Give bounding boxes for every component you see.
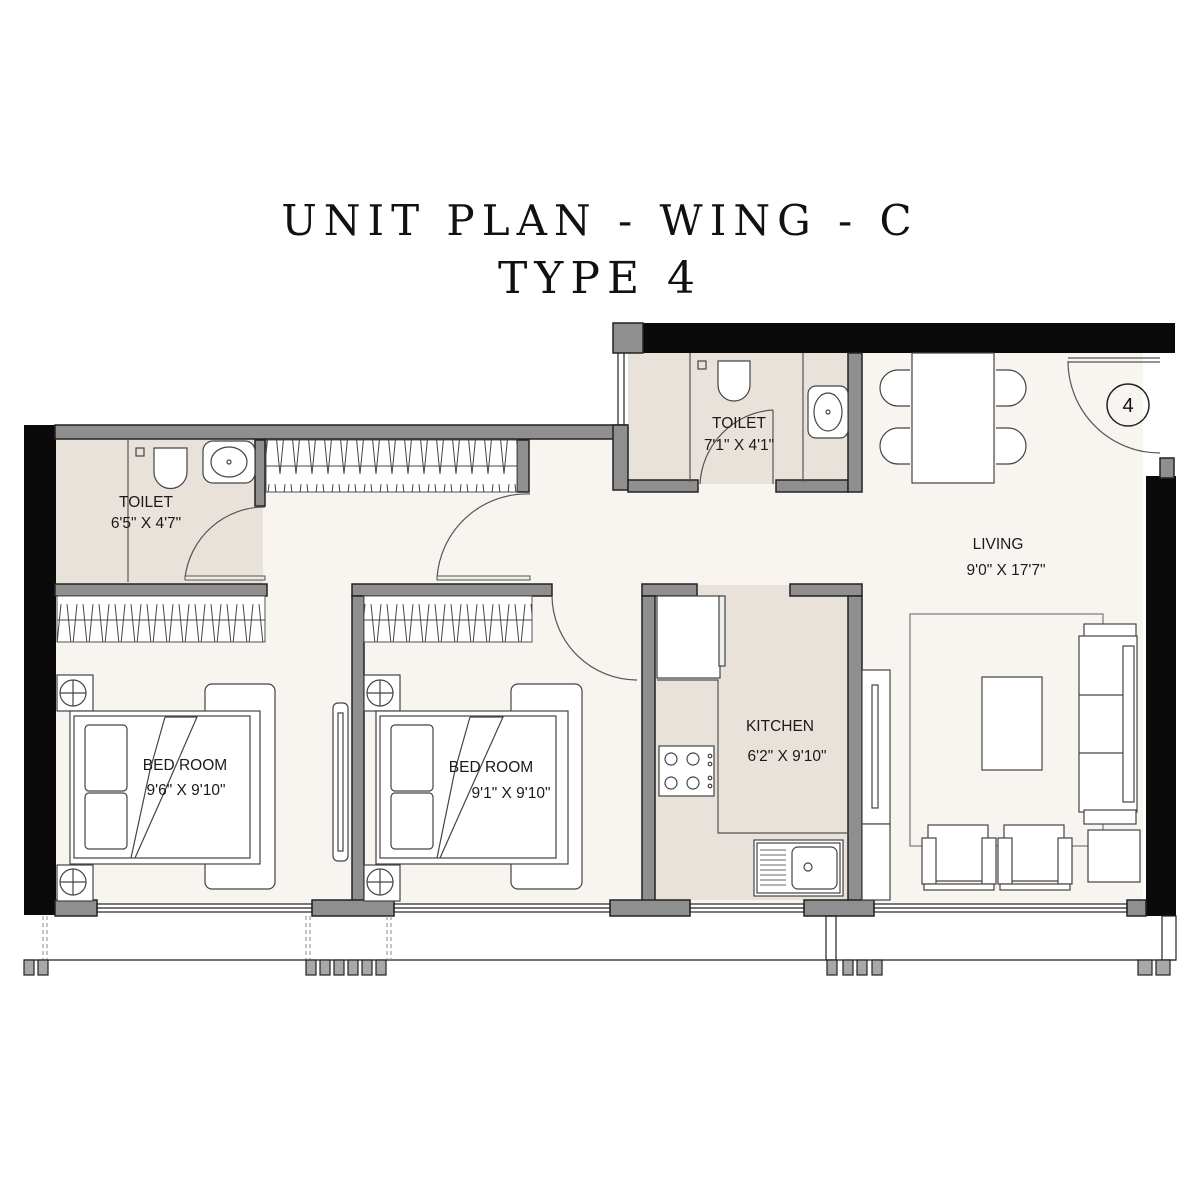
wardrobe-passage: [265, 439, 518, 493]
kitchen-name: KITCHEN: [746, 718, 814, 735]
bedroom-2-furniture: [332, 674, 583, 902]
toilet-1-name: TOILET: [119, 494, 174, 511]
title-line-1: UNIT PLAN - WING - C: [281, 196, 919, 245]
wc-icon: [717, 360, 751, 402]
pier-5: [1126, 899, 1147, 917]
bedroom-divider-wall: [351, 595, 365, 907]
exterior-walls: [24, 323, 1176, 916]
armchair-2: [997, 824, 1073, 891]
dining-set: [879, 352, 1027, 484]
room-labels: TOILET 6'5" X 4'7" TOILET 7'1" X 4'1" LI…: [111, 415, 1046, 802]
bedroom-1-name: BED ROOM: [143, 757, 227, 774]
pillow-icon: [84, 724, 128, 792]
pier-4: [803, 899, 875, 917]
living-size: 9'0" X 17'7": [967, 562, 1046, 579]
door-bedroom-1: [436, 493, 531, 579]
armchair-1: [921, 824, 997, 891]
bedroom-1-furniture: [56, 674, 276, 902]
left-top-wall: [54, 424, 628, 440]
wardrobe-bedroom-2: [363, 595, 533, 643]
cooktop-icon: [658, 745, 715, 797]
toilet1-east-wall: [254, 439, 266, 507]
toilet2-bottom-wall-right: [775, 479, 849, 493]
pier-1: [54, 899, 98, 917]
toilet-2-size: 7'1" X 4'1": [704, 437, 774, 454]
kitchen-top-wall-left: [641, 583, 698, 597]
pillow-icon: [390, 724, 434, 792]
corner-column: [612, 322, 644, 354]
bedroom-2-size: 9'1" X 9'10": [472, 785, 551, 802]
coffee-table: [981, 676, 1043, 771]
side-table: [363, 864, 401, 902]
toilet-2-fixtures: [689, 353, 849, 482]
windows: [96, 353, 1128, 913]
dining-chair-icon: [996, 369, 1027, 407]
pier-3: [609, 899, 691, 917]
floor-trap-icon: [135, 447, 145, 457]
kitchen-furniture: [656, 595, 849, 897]
doors: [184, 357, 1161, 681]
toilet2-bottom-wall-left: [627, 479, 699, 493]
toilet1-bottom-wall: [54, 583, 268, 597]
living-name: LIVING: [973, 536, 1024, 553]
bedroom-1-size: 9'6" X 9'10": [147, 782, 226, 799]
toilet2-west-wall-lower: [612, 424, 629, 491]
east-wall: [1146, 476, 1176, 916]
sofa-three-seater: [1078, 623, 1138, 825]
interior-walls: [54, 322, 1175, 917]
main-entry-door: [1067, 360, 1161, 454]
balcony-railing: [23, 915, 1177, 976]
unit-number: 4: [1122, 395, 1133, 417]
double-bed: [69, 710, 261, 865]
door-toilet-2: [699, 409, 774, 485]
west-wall: [24, 425, 56, 915]
tv-unit: [861, 669, 891, 901]
kitchen-top-wall-right: [789, 583, 863, 597]
wardrobes: [56, 439, 533, 643]
kitchen-east-wall: [847, 595, 863, 907]
plan-title: UNIT PLAN - WING - C TYPE 4: [0, 192, 1200, 308]
side-table: [1087, 829, 1141, 883]
refrigerator: [656, 595, 721, 679]
toilet-1-fixtures: [127, 440, 256, 582]
bedroom-2-name: BED ROOM: [449, 759, 533, 776]
kitchen-size: 6'2" X 9'10": [748, 748, 827, 765]
study-desk: [332, 702, 349, 862]
title-line-2: TYPE 4: [497, 253, 703, 304]
door-bedroom-2: [551, 595, 638, 681]
side-table: [56, 864, 94, 902]
wardrobe-bedroom-1: [56, 595, 266, 643]
bedroom2-top-wall: [351, 583, 553, 597]
double-bed: [375, 710, 569, 865]
pier-2: [311, 899, 395, 917]
unit-number-marker: 4: [1106, 383, 1150, 427]
dining-chair-icon: [879, 369, 910, 407]
pillow-icon: [84, 792, 128, 850]
north-wall: [640, 323, 1175, 353]
toilet2-east-wall: [847, 352, 863, 493]
floor-trap-icon: [697, 360, 707, 370]
toilet-1-size: 6'5" X 4'7": [111, 515, 181, 532]
counter-edge: [657, 679, 849, 834]
dining-table: [911, 352, 995, 484]
toilet-2-name: TOILET: [712, 415, 767, 432]
wardrobe-end-wall: [516, 439, 530, 493]
living-furniture: [861, 613, 1141, 901]
sink-icon: [753, 839, 844, 897]
wc-icon: [153, 447, 188, 490]
pillow-icon: [390, 792, 434, 850]
kitchen-west-wall: [641, 595, 656, 907]
dining-chair-icon: [996, 427, 1027, 465]
dining-chair-icon: [879, 427, 910, 465]
east-door-jamb: [1159, 457, 1175, 479]
door-toilet-1: [184, 506, 266, 579]
